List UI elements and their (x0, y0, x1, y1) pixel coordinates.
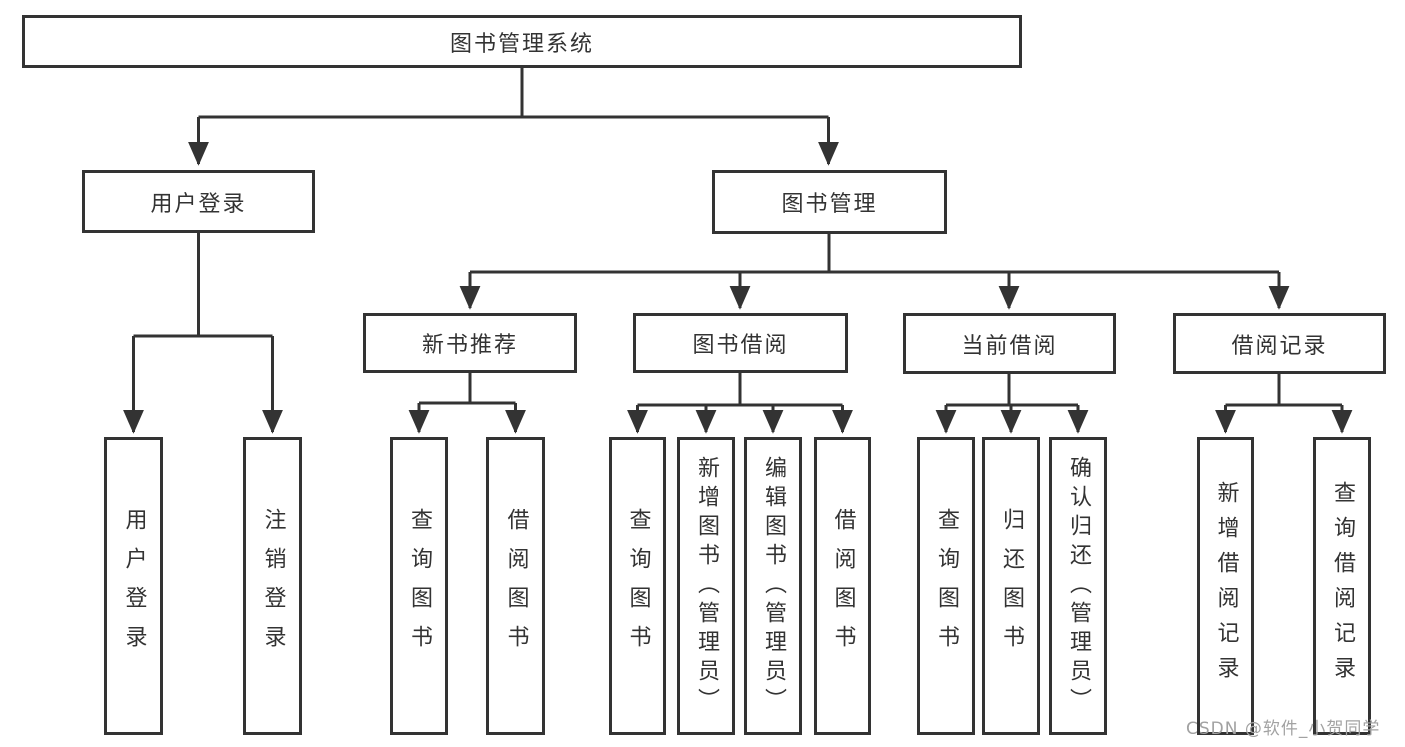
leaf-query-books-current: 查询图书 (917, 437, 975, 735)
leaf-query-borrow-record: 查询借阅记录 (1313, 437, 1371, 735)
leaf-edit-books-admin-label: 编辑图书（管理员） (761, 455, 786, 717)
leaf-return-books: 归还图书 (982, 437, 1040, 735)
node-current-borrow: 当前借阅 (903, 313, 1116, 374)
leaf-user-login-label: 用户登录 (121, 508, 147, 664)
leaf-query-books-borrow-label: 查询图书 (625, 508, 651, 664)
node-book-management: 图书管理 (712, 170, 947, 234)
node-book-management-label: 图书管理 (781, 192, 878, 217)
node-book-borrow-label: 图书借阅 (692, 333, 789, 358)
leaf-logout: 注销登录 (243, 437, 302, 735)
node-borrow-records-label: 借阅记录 (1231, 333, 1328, 359)
node-root-system: 图书管理系统 (22, 15, 1022, 68)
leaf-borrow-books: 借阅图书 (814, 437, 871, 735)
leaf-query-books-recommend: 查询图书 (390, 437, 448, 735)
leaf-query-books-current-label: 查询图书 (934, 508, 959, 664)
leaf-add-borrow-record: 新增借阅记录 (1197, 437, 1254, 735)
node-new-book-recommend-label: 新书推荐 (421, 333, 518, 358)
csdn-watermark: CSDN @软件_小贺同学 (1186, 719, 1381, 739)
node-new-book-recommend: 新书推荐 (363, 313, 577, 373)
leaf-confirm-return-admin-label: 确认归还（管理员） (1066, 455, 1091, 717)
leaf-add-books-admin-label: 新增图书（管理员） (694, 455, 719, 717)
node-book-borrow: 图书借阅 (633, 313, 848, 373)
node-user-login: 用户登录 (82, 170, 315, 233)
leaf-logout-label: 注销登录 (260, 508, 286, 664)
leaf-query-borrow-record-label: 查询借阅记录 (1330, 481, 1355, 691)
node-root-label: 图书管理系统 (449, 31, 594, 57)
node-borrow-records: 借阅记录 (1173, 313, 1386, 374)
leaf-add-borrow-record-label: 新增借阅记录 (1213, 481, 1239, 691)
leaf-borrow-books-recommend: 借阅图书 (486, 437, 545, 735)
node-current-borrow-label: 当前借阅 (961, 333, 1058, 359)
leaf-borrow-books-label: 借阅图书 (830, 508, 856, 664)
leaf-query-books-recommend-label: 查询图书 (407, 508, 432, 664)
leaf-return-books-label: 归还图书 (999, 508, 1024, 664)
node-user-login-label: 用户登录 (150, 191, 247, 217)
leaf-edit-books-admin: 编辑图书（管理员） (744, 437, 802, 735)
leaf-user-login: 用户登录 (104, 437, 163, 735)
leaf-add-books-admin: 新增图书（管理员） (677, 437, 735, 735)
leaf-query-books-borrow: 查询图书 (609, 437, 666, 735)
leaf-confirm-return-admin: 确认归还（管理员） (1049, 437, 1107, 735)
leaf-borrow-books-recommend-label: 借阅图书 (503, 508, 529, 664)
